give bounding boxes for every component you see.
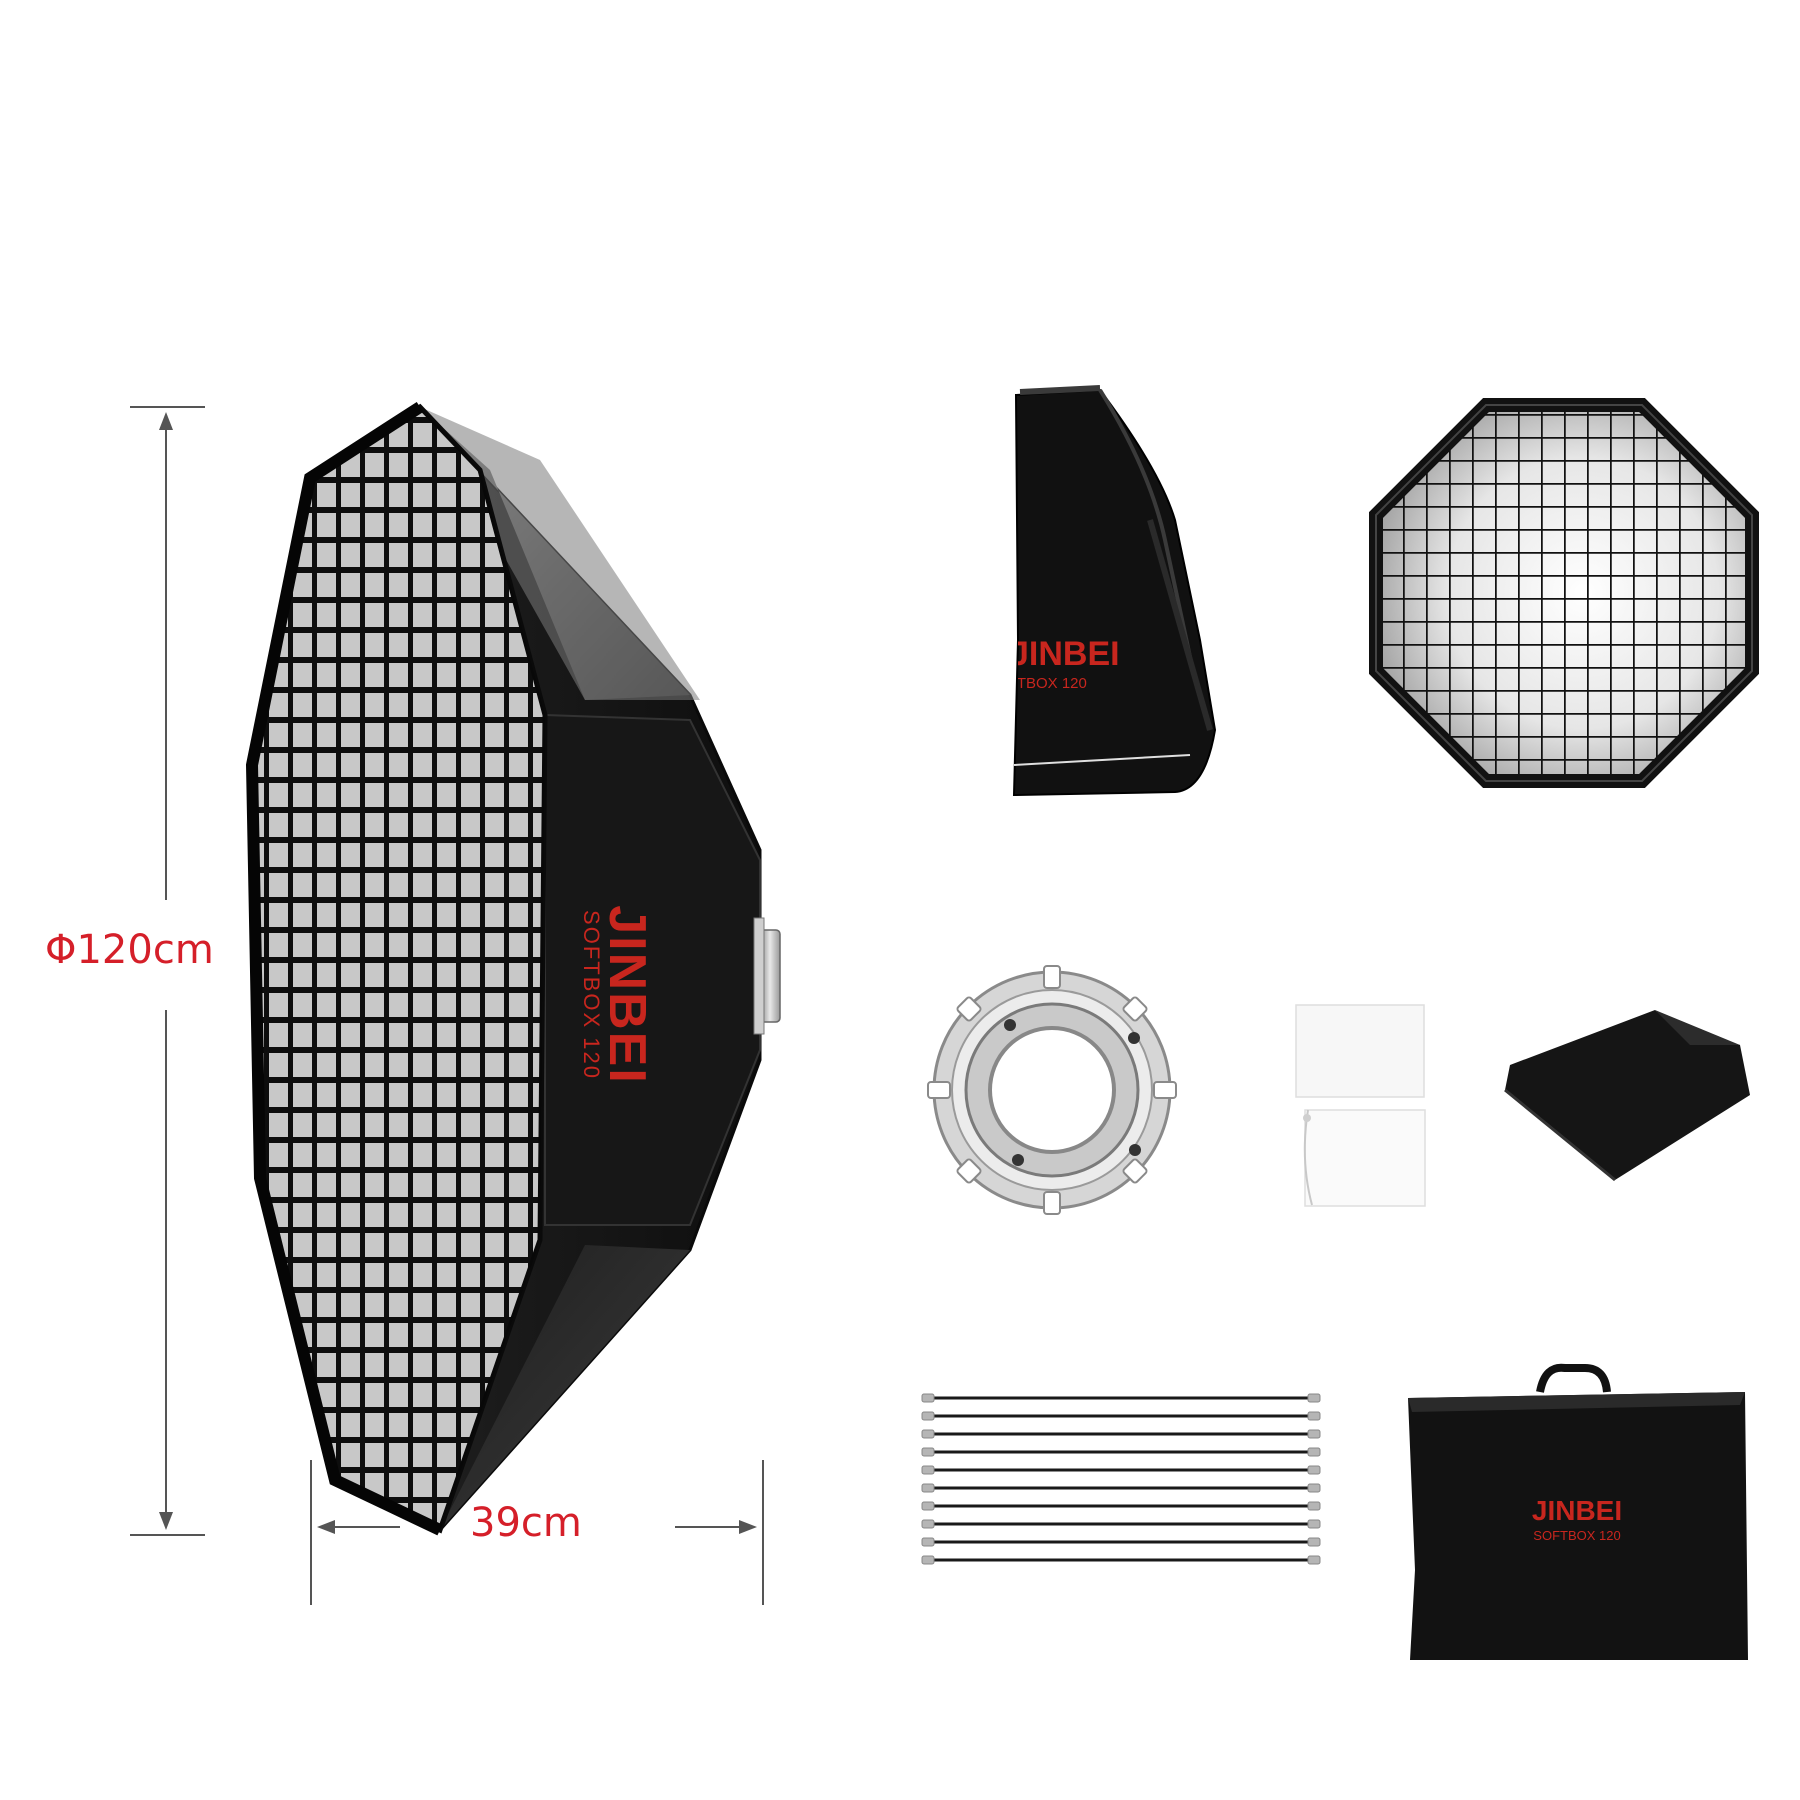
width-dimension-label: 39cm [470,1500,582,1546]
support-rods [921,1393,1321,1565]
speed-ring [927,965,1177,1215]
honeycomb-grid [1369,398,1759,788]
bag-model-text: SOFTBOX 120 [1533,1528,1620,1543]
folded-softbox-model: SOFTBOX 120 [986,675,1087,692]
arrow-right-icon [739,1520,757,1534]
width-dimension-line [310,1460,764,1605]
arrow-left-icon [317,1520,335,1534]
black-cover [1504,1010,1750,1182]
carrying-bag: JINBEI SOFTBOX 120 [1408,1363,1748,1660]
height-dimension-line [130,406,205,1536]
brand-model-text: SOFTBOX 120 [579,910,604,1080]
height-dimension-label: Φ120cm [45,927,214,973]
folded-softbox-logo: JINBEI [1010,635,1120,673]
softbox-brand-label: JINBEI SOFTBOX 120 [579,905,656,1085]
folded-softbox: JINBEI SOFTBOX 120 [986,385,1217,797]
octagonal-softbox [245,401,781,1536]
brand-logo-text: JINBEI [598,905,656,1085]
diffusers [1295,1004,1426,1207]
arrow-down-icon [159,1512,173,1530]
arrow-up-icon [159,412,173,430]
bag-logo-text: JINBEI [1532,1495,1622,1526]
